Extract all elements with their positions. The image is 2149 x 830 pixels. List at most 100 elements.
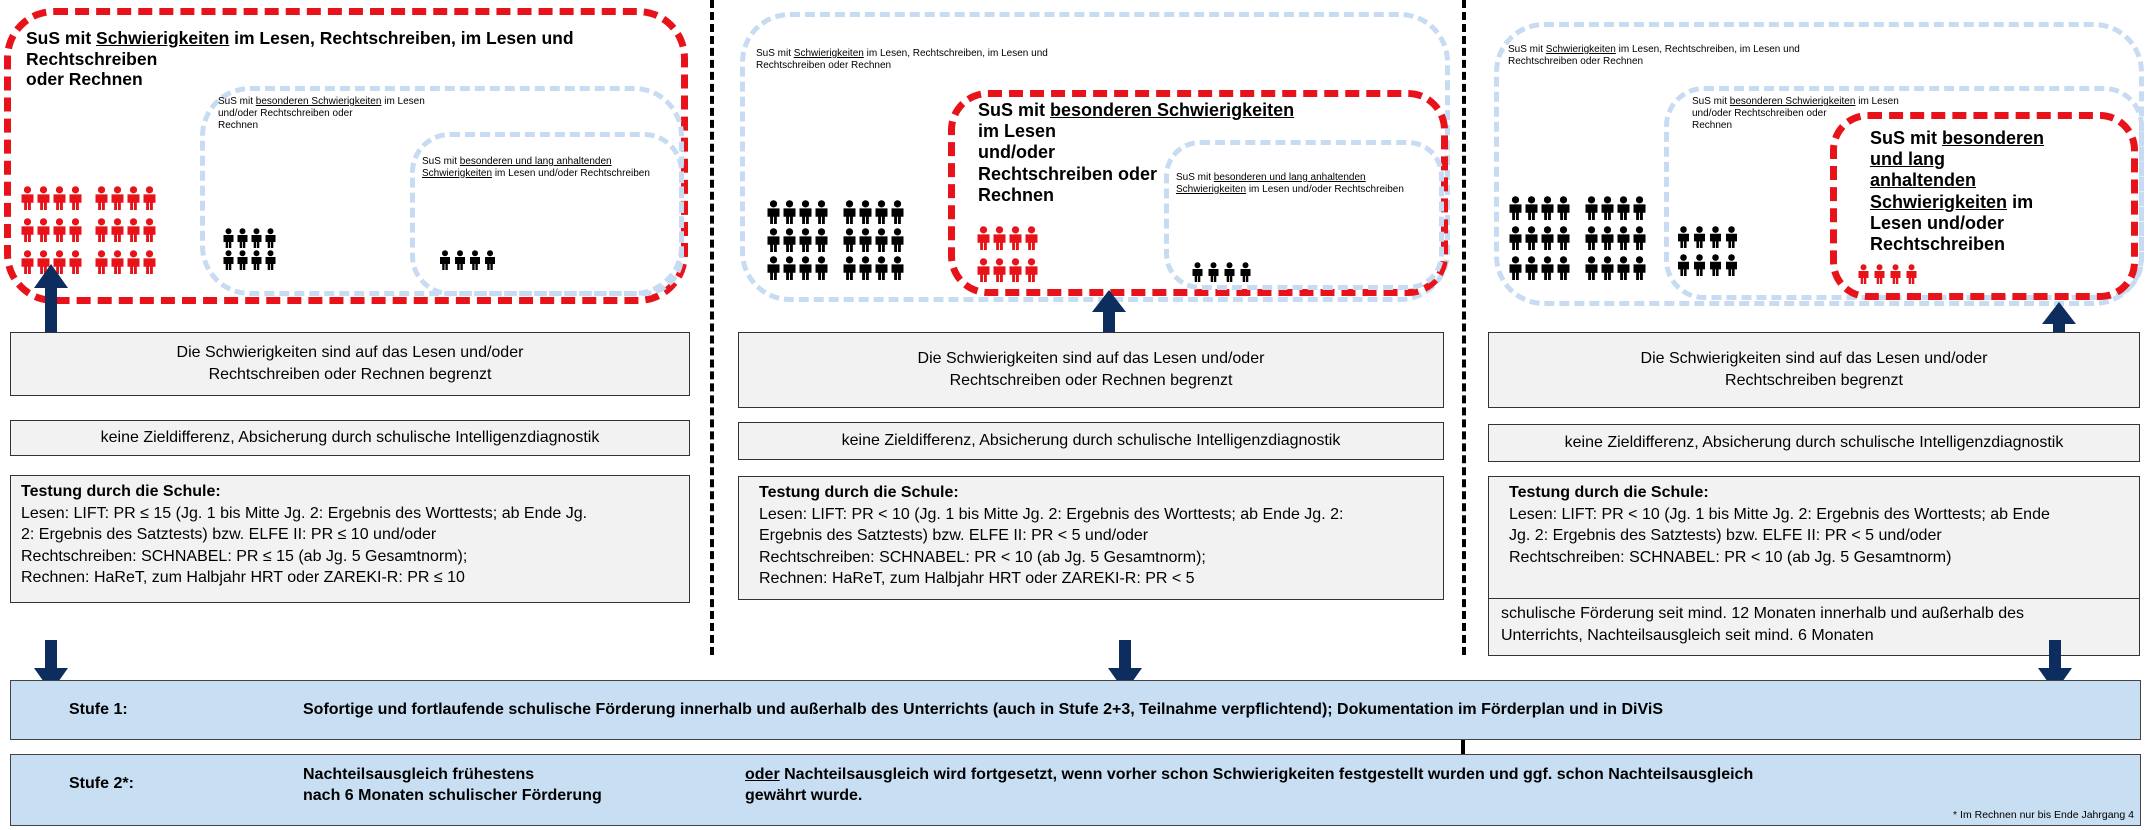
- col1-testing-box: Testung durch die Schule: Lesen: LIFT: P…: [10, 475, 690, 603]
- col1-inner-frame: [410, 132, 684, 296]
- person-icon: [782, 200, 797, 224]
- person-icon: [1904, 264, 1919, 284]
- col3-outer-title: SuS mit Schwierigkeiten im Lesen, Rechts…: [1508, 44, 1800, 67]
- stufe1-text: Sofortige und fortlaufende schulische Fö…: [303, 701, 1663, 718]
- col1-limitation-box: Die Schwierigkeiten sind auf das Lesen u…: [10, 332, 690, 396]
- person-icon: [110, 186, 125, 210]
- person-icon: [1632, 256, 1647, 280]
- col2-no-target-difference-box: keine Zieldifferenz, Absicherung durch s…: [738, 422, 1444, 460]
- person-icon: [20, 186, 35, 210]
- person-icon: [453, 250, 467, 270]
- col2-people-red-group: [976, 226, 1040, 290]
- person-icon: [1556, 226, 1571, 250]
- person-icon: [874, 228, 889, 252]
- person-icon: [438, 250, 452, 270]
- person-icon: [842, 256, 857, 280]
- col2-people-black-group-inner: [1190, 262, 1254, 284]
- person-icon: [36, 218, 51, 242]
- arrow-down-icon: [34, 640, 68, 692]
- person-icon: [1540, 196, 1555, 220]
- column-divider-2: [1462, 0, 1466, 655]
- person-icon: [142, 250, 157, 274]
- person-icon: [468, 250, 482, 270]
- col1-people-black-group-inner: [438, 250, 498, 272]
- col2-outer-title: SuS mit Schwierigkeiten im Lesen, Rechts…: [756, 48, 1048, 71]
- person-icon: [142, 186, 157, 210]
- person-icon: [1524, 196, 1539, 220]
- person-icon: [1616, 256, 1631, 280]
- person-icon: [782, 256, 797, 280]
- person-icon: [68, 218, 83, 242]
- col1-inner-title: SuS mit besonderen und lang anhaltenden …: [422, 156, 650, 179]
- person-icon: [766, 200, 781, 224]
- person-icon: [1616, 226, 1631, 250]
- col1-outer-title: SuS mit Schwierigkeiten im Lesen, Rechts…: [26, 28, 574, 90]
- person-icon: [842, 228, 857, 252]
- person-icon: [890, 228, 905, 252]
- person-icon: [1238, 262, 1253, 282]
- col1-no-target-difference-box: keine Zieldifferenz, Absicherung durch s…: [10, 420, 690, 456]
- col2-middle-frame: [948, 90, 1448, 296]
- person-icon: [250, 228, 263, 248]
- person-icon: [1724, 226, 1739, 248]
- person-icon: [264, 228, 277, 248]
- person-icon: [1676, 226, 1691, 248]
- person-icon: [1206, 262, 1221, 282]
- person-icon: [976, 226, 991, 250]
- person-icon: [1856, 264, 1871, 284]
- person-icon: [110, 250, 125, 274]
- col1-outer-frame: [4, 8, 688, 304]
- col2-limitation-box: Die Schwierigkeiten sind auf das Lesen u…: [738, 332, 1444, 408]
- person-icon: [766, 256, 781, 280]
- stufe2-label: Stufe 2*:: [69, 775, 134, 792]
- col2-inner-title: SuS mit besonderen und lang anhaltenden …: [1176, 172, 1404, 195]
- col1-middle-title: SuS mit besonderen Schwierigkeiten im Le…: [218, 96, 425, 131]
- person-icon: [798, 200, 813, 224]
- person-icon: [1872, 264, 1887, 284]
- person-icon: [20, 250, 35, 274]
- person-icon: [1632, 196, 1647, 220]
- person-icon: [1708, 254, 1723, 276]
- person-icon: [1616, 196, 1631, 220]
- person-icon: [222, 250, 235, 270]
- person-icon: [236, 228, 249, 248]
- person-icon: [20, 218, 35, 242]
- person-icon: [842, 200, 857, 224]
- person-icon: [1676, 254, 1691, 276]
- arrow-up-icon: [34, 264, 68, 340]
- person-icon: [1524, 226, 1539, 250]
- person-icon: [68, 250, 83, 274]
- stufe2-right-text: oder Nachteilsausgleich wird fortgesetzt…: [745, 766, 1754, 804]
- person-icon: [1540, 226, 1555, 250]
- person-icon: [1024, 258, 1039, 282]
- col3-middle-title: SuS mit besonderen Schwierigkeiten im Le…: [1692, 96, 1899, 131]
- person-icon: [814, 200, 829, 224]
- col3-inner-title: SuS mit besonderen und lang anhaltenden …: [1870, 128, 2045, 255]
- person-icon: [142, 218, 157, 242]
- person-icon: [264, 250, 277, 270]
- person-icon: [858, 200, 873, 224]
- col2-people-black-group: [766, 200, 906, 284]
- person-icon: [126, 218, 141, 242]
- person-icon: [1024, 226, 1039, 250]
- stufe-connector-line: [1461, 740, 1465, 754]
- arrow-down-icon: [2038, 640, 2072, 692]
- col3-support-box: schulische Förderung seit mind. 12 Monat…: [1488, 598, 2140, 656]
- person-icon: [94, 186, 109, 210]
- person-icon: [236, 250, 249, 270]
- person-icon: [874, 200, 889, 224]
- person-icon: [68, 186, 83, 210]
- person-icon: [992, 226, 1007, 250]
- col1-people-black-group-middle: [222, 228, 278, 272]
- person-icon: [1008, 226, 1023, 250]
- col3-people-black-group-middle: [1676, 226, 1740, 282]
- person-icon: [126, 250, 141, 274]
- person-icon: [766, 228, 781, 252]
- person-icon: [1724, 254, 1739, 276]
- person-icon: [890, 256, 905, 280]
- person-icon: [126, 186, 141, 210]
- col2-testing-box: Testung durch die Schule: Lesen: LIFT: P…: [738, 476, 1444, 600]
- person-icon: [1508, 226, 1523, 250]
